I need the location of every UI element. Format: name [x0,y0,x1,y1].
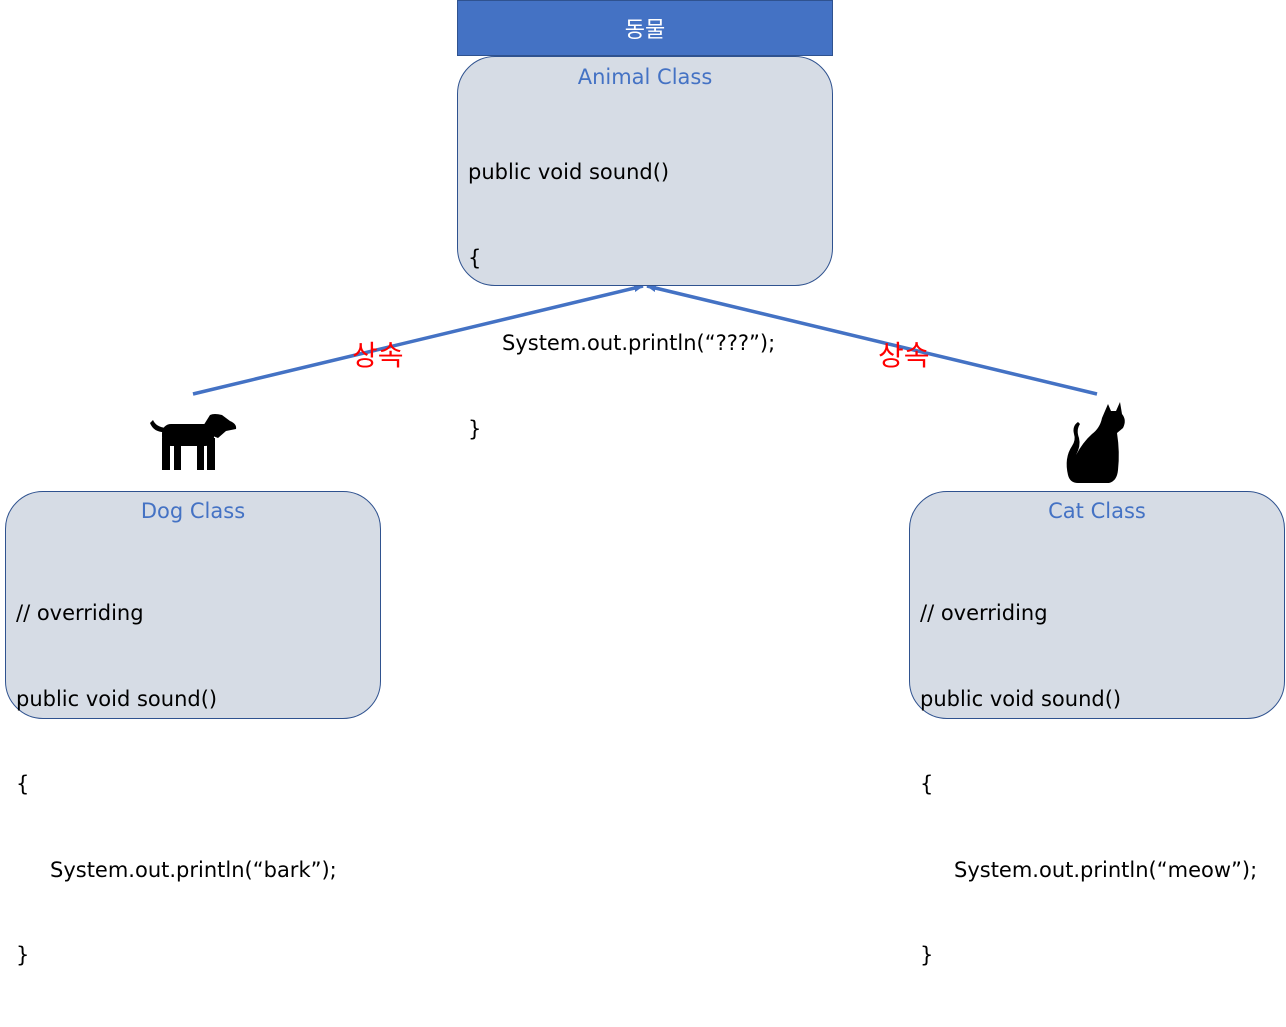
cat-icon [1066,402,1125,483]
code-line: { [920,772,934,796]
cat-code-block: // overriding public void sound() { Syst… [920,542,1257,1027]
code-line: public void sound() [16,686,218,711]
dog-class-title: Dog Class [140,499,246,523]
inheritance-arrow-cat [646,284,1098,396]
code-line: public void sound() [468,160,670,184]
animal-class-title: Animal Class [577,65,713,89]
inheritance-label-dog: 상속 [352,339,404,372]
inheritance-arrow-dog [192,284,644,396]
animal-class-box: Animal Class public void sound() { Syste… [457,56,833,441]
code-line: { [16,772,30,796]
dog-code-block: // overriding public void sound() { Syst… [16,542,337,1027]
code-line: System.out.println(“meow”); [954,857,1258,882]
animal-category-header: 동물 [457,0,833,56]
animal-code-block: public void sound() { System.out.println… [468,101,775,500]
code-line: } [468,416,482,441]
code-line: System.out.println(“bark”); [50,857,337,882]
diagram-overlay [150,284,1125,483]
code-line: } [16,943,30,967]
code-line: // overriding [16,601,144,625]
cat-class-title: Cat Class [1048,499,1146,523]
cat-class-box: Cat Class // overriding public void soun… [909,491,1285,967]
inheritance-label-cat: 상속 [878,339,930,372]
code-line: // overriding [920,601,1048,625]
dog-icon [150,414,237,470]
code-line: } [920,943,934,967]
header-label: 동물 [624,18,666,43]
code-line: { [468,245,482,270]
code-line: System.out.println(“???”); [502,331,776,355]
dog-class-box: Dog Class // overriding public void soun… [5,491,381,967]
code-line: public void sound() [920,686,1122,711]
